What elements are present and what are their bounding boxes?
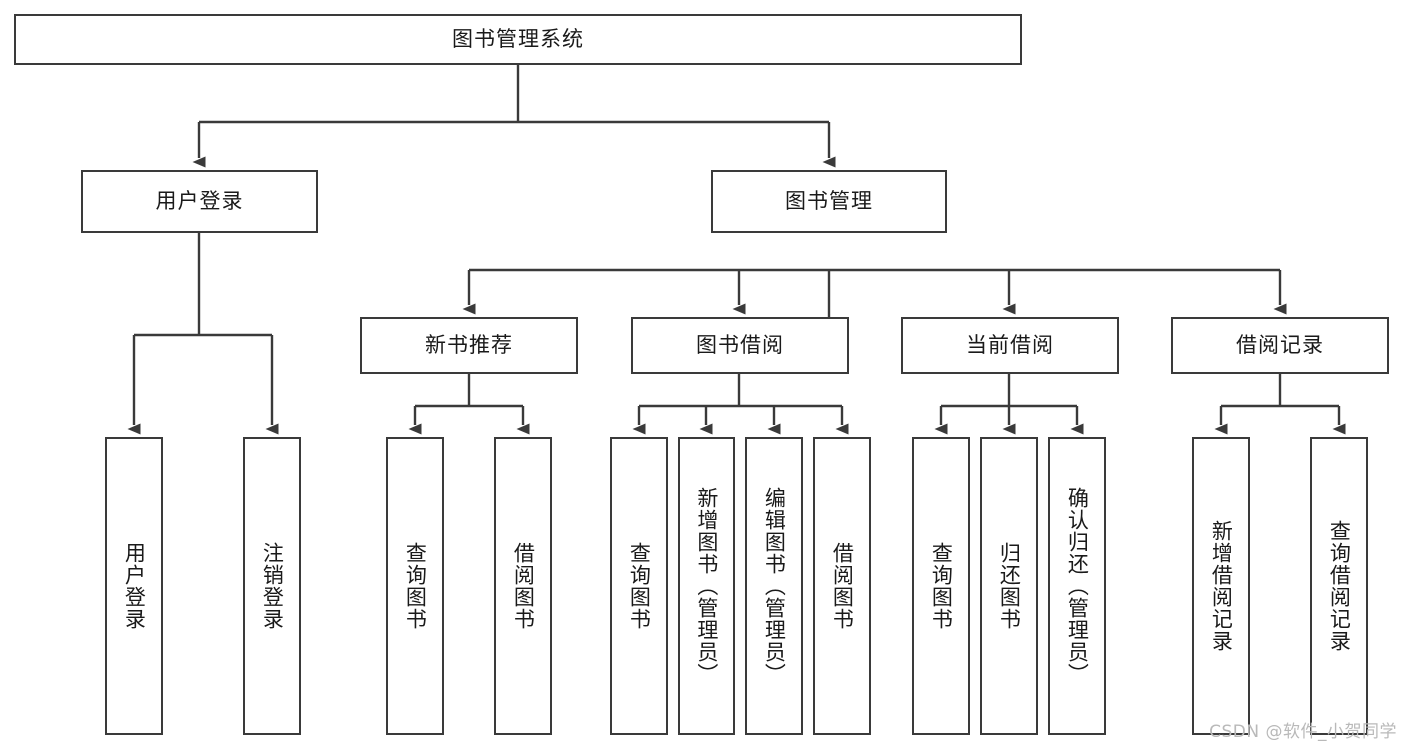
leaf-user-login-login[interactable]: 用户登录 bbox=[105, 437, 163, 735]
leaf-borrow-record-add[interactable]: 新增借阅记录 bbox=[1192, 437, 1250, 735]
leaf-current-borrow-confirm-return[interactable]: 确认归还（管理员） bbox=[1048, 437, 1106, 735]
leaf-current-borrow-query[interactable]: 查询图书 bbox=[912, 437, 970, 735]
leaf-label: 确认归还（管理员） bbox=[1065, 487, 1090, 685]
leaf-label: 查询图书 bbox=[929, 542, 954, 630]
node-new-book-recommend[interactable]: 新书推荐 bbox=[360, 317, 578, 374]
node-book-borrow-label: 图书借阅 bbox=[696, 332, 784, 357]
leaf-book-borrow-add[interactable]: 新增图书（管理员） bbox=[678, 437, 735, 735]
watermark: CSDN @软件_小贺同学 bbox=[1209, 722, 1397, 742]
leaf-book-borrow-query[interactable]: 查询图书 bbox=[610, 437, 668, 735]
leaf-label: 用户登录 bbox=[122, 542, 147, 630]
node-new-book-recommend-label: 新书推荐 bbox=[425, 332, 513, 357]
node-book-management[interactable]: 图书管理 bbox=[711, 170, 947, 233]
leaf-label: 借阅图书 bbox=[511, 542, 536, 630]
leaf-label: 借阅图书 bbox=[830, 542, 855, 630]
node-user-login-label: 用户登录 bbox=[155, 188, 244, 213]
leaf-label: 编辑图书（管理员） bbox=[762, 487, 787, 685]
leaf-new-book-borrow[interactable]: 借阅图书 bbox=[494, 437, 552, 735]
node-borrow-record-label: 借阅记录 bbox=[1236, 332, 1324, 357]
node-current-borrow[interactable]: 当前借阅 bbox=[901, 317, 1119, 374]
node-book-borrow[interactable]: 图书借阅 bbox=[631, 317, 849, 374]
node-root[interactable]: 图书管理系统 bbox=[14, 14, 1022, 65]
leaf-label: 查询图书 bbox=[403, 542, 428, 630]
leaf-book-borrow-edit[interactable]: 编辑图书（管理员） bbox=[745, 437, 803, 735]
leaf-book-borrow-borrow[interactable]: 借阅图书 bbox=[813, 437, 871, 735]
leaf-label: 新增借阅记录 bbox=[1209, 520, 1234, 652]
leaf-new-book-query[interactable]: 查询图书 bbox=[386, 437, 444, 735]
leaf-user-login-logout[interactable]: 注销登录 bbox=[243, 437, 301, 735]
leaf-label: 查询图书 bbox=[627, 542, 652, 630]
node-current-borrow-label: 当前借阅 bbox=[966, 332, 1054, 357]
leaf-borrow-record-query[interactable]: 查询借阅记录 bbox=[1310, 437, 1368, 735]
node-user-login[interactable]: 用户登录 bbox=[81, 170, 318, 233]
leaf-label: 新增图书（管理员） bbox=[694, 487, 719, 685]
node-book-management-label: 图书管理 bbox=[785, 188, 873, 213]
leaf-label: 查询借阅记录 bbox=[1327, 520, 1352, 652]
leaf-current-borrow-return[interactable]: 归还图书 bbox=[980, 437, 1038, 735]
node-borrow-record[interactable]: 借阅记录 bbox=[1171, 317, 1389, 374]
leaf-label: 注销登录 bbox=[260, 542, 285, 630]
node-root-label: 图书管理系统 bbox=[452, 26, 584, 51]
leaf-label: 归还图书 bbox=[997, 542, 1022, 630]
